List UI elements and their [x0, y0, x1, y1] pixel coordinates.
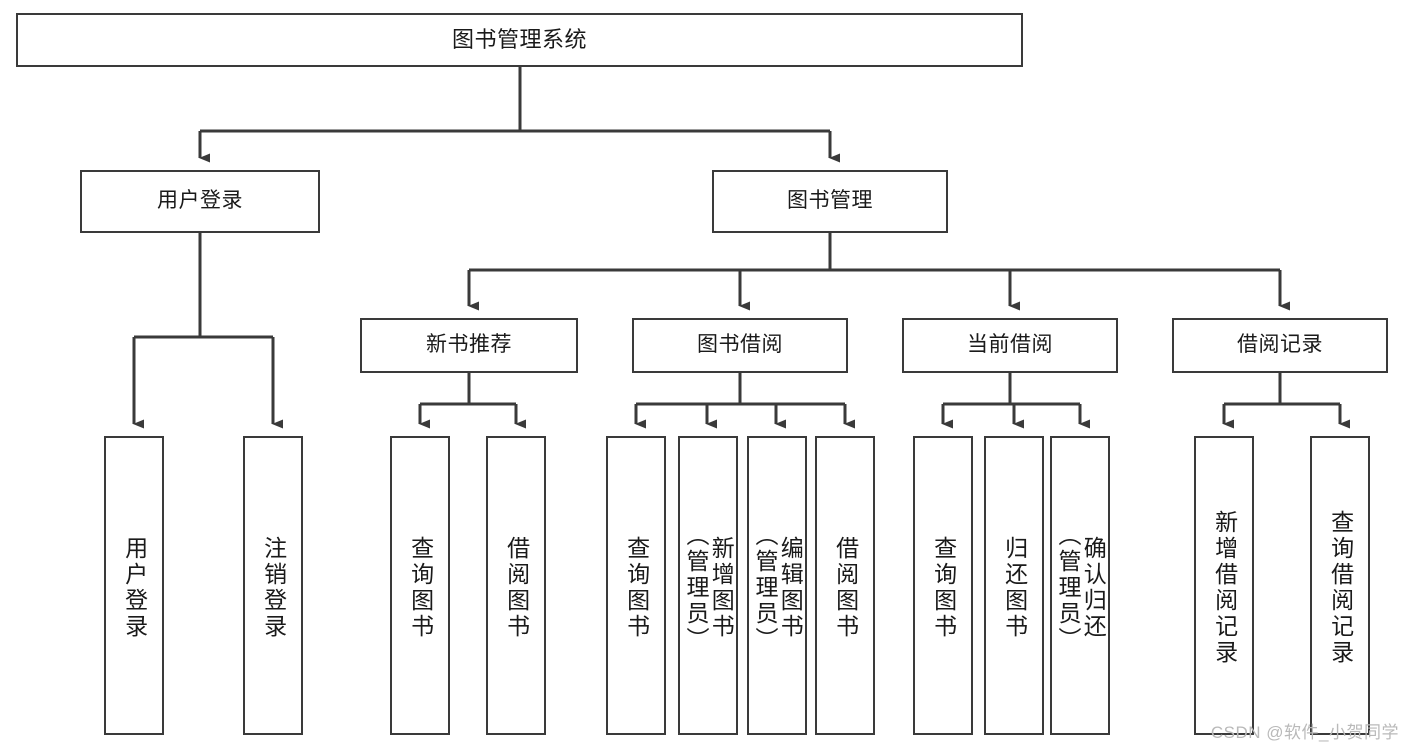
- node-label: 当前借阅: [967, 333, 1053, 357]
- node-new-book-recommend[interactable]: 新书推荐: [360, 318, 578, 373]
- node-borrow-record[interactable]: 借阅记录: [1172, 318, 1388, 373]
- node-book-management[interactable]: 图书管理: [712, 170, 948, 233]
- watermark-text: CSDN @软件_小贺同学: [1210, 723, 1399, 742]
- leaf-book-borrow-query-book[interactable]: 查询图书: [606, 436, 666, 735]
- node-label: 图书管理系统: [451, 27, 587, 53]
- node-user-login[interactable]: 用户登录: [80, 170, 320, 233]
- node-label: 查询图书: [623, 535, 650, 640]
- node-label: 借阅图书: [832, 535, 859, 640]
- leaf-new-book-borrow-book[interactable]: 借阅图书: [486, 436, 546, 735]
- node-label: 用户登录: [157, 189, 243, 213]
- node-label: 新增图书 （管理员）: [683, 522, 735, 653]
- leaf-new-book-query-book[interactable]: 查询图书: [390, 436, 450, 735]
- node-label: 借阅图书: [503, 535, 530, 640]
- leaf-user-login-logout[interactable]: 注销登录: [243, 436, 303, 735]
- node-label: 图书借阅: [697, 333, 783, 357]
- node-root-book-management-system[interactable]: 图书管理系统: [16, 13, 1023, 67]
- leaf-current-borrow-query-book[interactable]: 查询图书: [913, 436, 973, 735]
- node-label: 用户登录: [121, 535, 148, 640]
- node-label: 归还图书: [1001, 535, 1028, 640]
- node-label: 新增借阅记录: [1211, 509, 1238, 666]
- node-label: 新书推荐: [426, 333, 512, 357]
- node-label: 查询借阅记录: [1327, 509, 1354, 666]
- leaf-book-borrow-add-book-admin[interactable]: 新增图书 （管理员）: [678, 436, 738, 735]
- node-label: 编辑图书 （管理员）: [752, 522, 804, 653]
- leaf-user-login-login[interactable]: 用户登录: [104, 436, 164, 735]
- leaf-borrow-record-query-record[interactable]: 查询借阅记录: [1310, 436, 1370, 735]
- leaf-borrow-record-add-record[interactable]: 新增借阅记录: [1194, 436, 1254, 735]
- node-current-borrow[interactable]: 当前借阅: [902, 318, 1118, 373]
- leaf-book-borrow-borrow-book[interactable]: 借阅图书: [815, 436, 875, 735]
- leaf-current-borrow-confirm-return-admin[interactable]: 确认归还 （管理员）: [1050, 436, 1110, 735]
- node-label: 注销登录: [260, 535, 287, 640]
- node-label: 确认归还 （管理员）: [1055, 522, 1107, 653]
- leaf-book-borrow-edit-book-admin[interactable]: 编辑图书 （管理员）: [747, 436, 807, 735]
- node-label: 查询图书: [930, 535, 957, 640]
- node-book-borrow[interactable]: 图书借阅: [632, 318, 848, 373]
- node-label: 查询图书: [407, 535, 434, 640]
- node-label: 借阅记录: [1237, 333, 1323, 357]
- node-label: 图书管理: [787, 189, 873, 213]
- leaf-current-borrow-return-book[interactable]: 归还图书: [984, 436, 1044, 735]
